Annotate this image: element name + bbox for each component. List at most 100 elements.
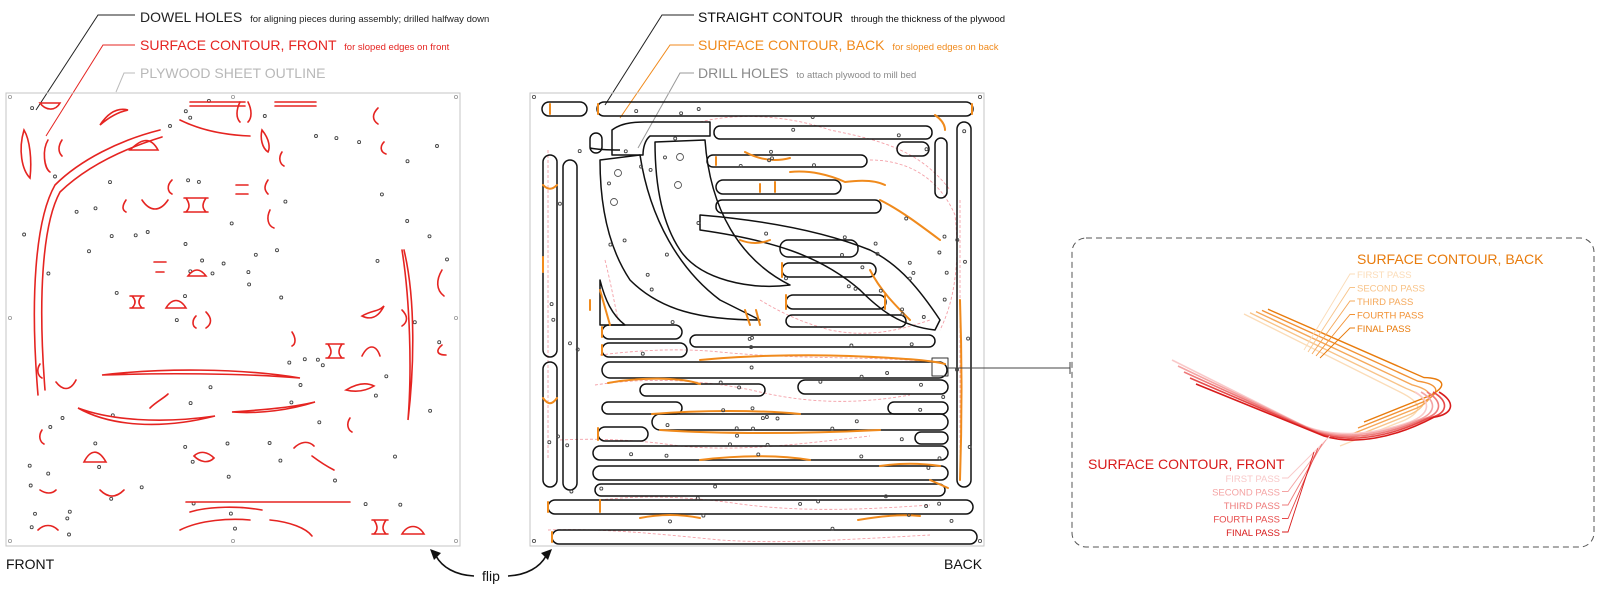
dowel-hole — [334, 136, 339, 141]
straight-bar — [797, 379, 949, 395]
dowel-hole — [557, 201, 562, 206]
straight-curved-piece — [589, 147, 621, 151]
flip-arrowhead-left — [430, 549, 441, 560]
straight-bar — [601, 401, 683, 415]
front-pass-leader — [1282, 435, 1331, 479]
front-contour-side — [401, 249, 414, 421]
dowel-hole — [639, 164, 644, 169]
straight-bar — [896, 141, 930, 157]
dowel-hole — [909, 342, 914, 347]
back-pass-label: FINAL PASS — [1357, 324, 1411, 335]
dowel-hole — [60, 416, 65, 420]
back-pass-leader — [1315, 314, 1355, 357]
front-contour-mid — [267, 209, 275, 229]
dowel-hole — [767, 158, 772, 163]
dowel-hole — [188, 401, 193, 406]
drill-hole — [7, 539, 12, 544]
dowel-hole — [756, 452, 761, 457]
dowel-hole — [944, 270, 949, 275]
dowel-hole — [750, 406, 755, 411]
dowel-hole — [74, 209, 79, 214]
back-contour — [542, 184, 558, 190]
front-contour-low — [149, 393, 169, 409]
dowel-hole — [174, 318, 179, 323]
dowel-hole — [315, 357, 320, 362]
dowel-hole — [921, 315, 926, 319]
front-contour-mid — [401, 309, 408, 327]
front-pass-line — [1195, 383, 1452, 441]
dowel-hole — [200, 258, 205, 263]
dowel-hole — [246, 270, 251, 275]
dowel-hole — [575, 347, 580, 352]
straight-bar — [594, 483, 946, 497]
dowel-hole — [283, 199, 288, 204]
back-straight-contours — [541, 101, 978, 545]
dowel-hole — [696, 107, 701, 111]
straight-bar-vertical — [589, 132, 603, 154]
front-contour-top — [236, 101, 252, 123]
dowel-hole — [190, 459, 195, 464]
legend-surface-front-title: SURFACE CONTOUR, FRONT — [140, 37, 337, 53]
pink-offset — [699, 116, 951, 191]
dowel-hole — [226, 474, 231, 479]
flip-indicator — [430, 549, 552, 577]
dowel-hole — [816, 499, 821, 504]
front-contour-mid — [360, 305, 385, 319]
front-contour-top — [38, 102, 62, 110]
dowel-hole — [648, 167, 653, 172]
dowel-hole — [373, 393, 378, 398]
back-contour — [929, 479, 949, 489]
dowel-hole — [556, 434, 560, 439]
outline-leader — [115, 72, 135, 93]
dowel-hole — [289, 400, 294, 405]
back-pass-label: SECOND PASS — [1357, 284, 1425, 295]
back-sheet-outline — [529, 92, 985, 547]
drill-hole — [674, 181, 682, 189]
drill-hole — [453, 315, 458, 320]
dowel-hole — [267, 441, 272, 445]
front-contour-side — [436, 269, 445, 297]
front-contour-low — [371, 519, 389, 535]
drill-hole — [977, 538, 983, 544]
back-contour — [744, 151, 791, 161]
front-contour-top — [128, 139, 160, 151]
back-contour — [651, 410, 801, 415]
front-contour-top — [20, 128, 32, 180]
dowel-hole — [188, 115, 193, 120]
front-contour-mid — [264, 179, 269, 195]
flip-arrow-left — [435, 555, 475, 577]
dowel-hole — [900, 307, 905, 312]
dowel-hole — [186, 178, 191, 183]
straight-bar — [713, 125, 933, 140]
straight-bar — [785, 314, 907, 328]
front-label: FRONT — [6, 556, 55, 572]
front-contour-mid — [37, 363, 43, 379]
back-contour — [959, 299, 963, 481]
dowel-hole — [737, 385, 742, 390]
detail-back-title: SURFACE CONTOUR, BACK — [1357, 251, 1544, 267]
front-contour-top — [372, 107, 379, 125]
dowel-hole — [109, 496, 114, 501]
straight-bar — [541, 101, 588, 117]
front-contour-top — [189, 101, 246, 107]
dowel-hole — [718, 380, 723, 385]
dowel-hole — [955, 237, 960, 242]
dowel-hole — [428, 408, 433, 413]
dowel-hole — [46, 471, 51, 476]
front-contour-top — [58, 139, 63, 157]
dowel-hole — [670, 320, 675, 325]
front-contour-top — [179, 119, 251, 137]
dowel-hole — [896, 133, 901, 138]
dowel-hole — [87, 249, 91, 254]
dowel-hole — [885, 371, 890, 375]
dowel-hole — [765, 442, 770, 447]
dowel-hole — [963, 259, 967, 264]
dowel-hole — [749, 365, 754, 370]
front-contour-mid — [291, 331, 296, 347]
front-pass-line — [1183, 371, 1440, 438]
dowel-hole — [899, 437, 904, 442]
dowel-hole — [873, 241, 878, 246]
front-pass-line — [1177, 365, 1434, 436]
dowel-hole — [907, 260, 912, 265]
dowel-hole — [900, 312, 905, 317]
